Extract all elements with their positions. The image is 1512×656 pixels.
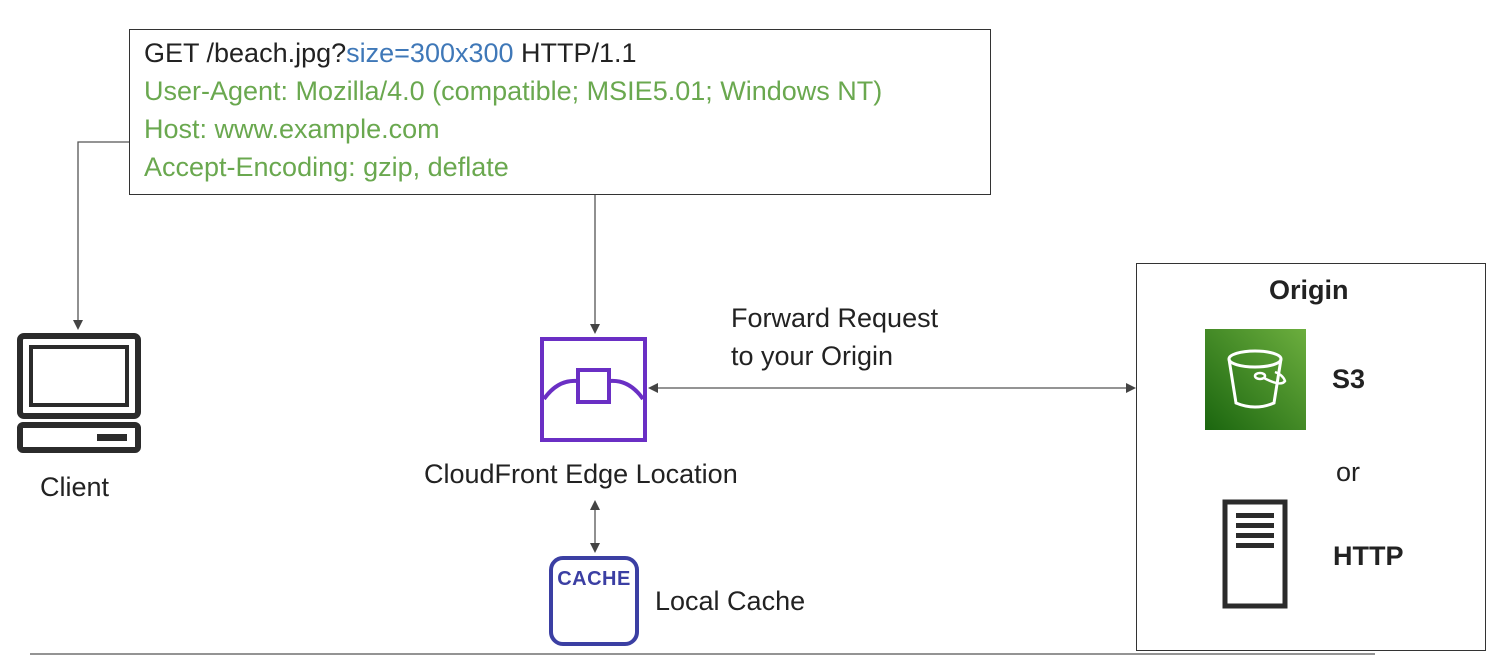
cache-icon-text: CACHE — [557, 568, 631, 590]
or-label: or — [1336, 457, 1361, 487]
header-host: Host: www.example.com — [144, 114, 440, 144]
request-query-string: size=300x300 — [346, 38, 514, 68]
request-line: GET /beach.jpg?size=300x300 HTTP/1.1 — [144, 36, 637, 70]
http-request-box: GET /beach.jpg?size=300x300 HTTP/1.1 Use… — [129, 29, 991, 195]
client-label: Client — [40, 472, 110, 502]
request-method-path: GET /beach.jpg? — [144, 38, 347, 68]
cache-icon — [549, 556, 639, 646]
s3-bucket-icon — [1205, 329, 1306, 430]
request-protocol: HTTP/1.1 — [513, 38, 637, 68]
header-accept-encoding: Accept-Encoding: gzip, deflate — [144, 152, 509, 182]
cloudfront-edge-location-icon — [540, 337, 647, 442]
server-icon — [1222, 499, 1288, 609]
forward-request-line2: to your Origin — [731, 341, 894, 371]
origin-title: Origin — [1269, 275, 1349, 305]
forward-request-line1: Forward Request — [731, 303, 939, 333]
header-user-agent: User-Agent: Mozilla/4.0 (compatible; MSI… — [144, 76, 883, 106]
local-cache-label: Local Cache — [655, 586, 806, 616]
desktop-computer-icon — [17, 333, 141, 453]
request-to-client-line — [73, 141, 129, 330]
http-label: HTTP — [1333, 541, 1404, 571]
s3-label: S3 — [1332, 364, 1366, 394]
origin-box — [1136, 263, 1486, 651]
edge-location-label: CloudFront Edge Location — [424, 459, 738, 489]
